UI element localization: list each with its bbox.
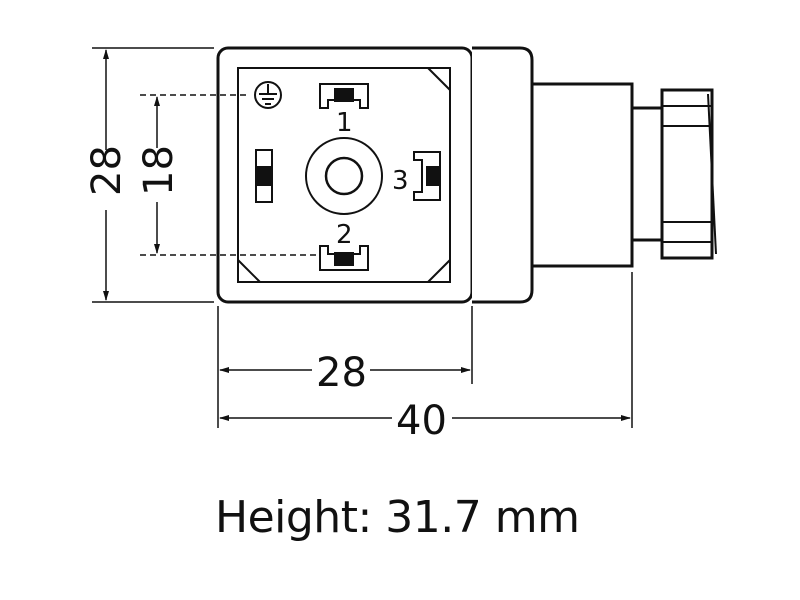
dim-height-outer: 28	[84, 49, 130, 301]
dim-height-outer-label: 28	[84, 145, 130, 196]
pin1-label: 1	[336, 108, 353, 138]
extension-lines	[92, 47, 633, 428]
pin2-contact	[319, 245, 369, 271]
earth-contact	[255, 149, 273, 203]
housing-side	[472, 46, 634, 304]
dim-height-pins: 18	[136, 96, 182, 254]
pin3-label: 3	[392, 166, 409, 196]
height-caption: Height: 31.7 mm	[215, 492, 580, 543]
cable-gland	[630, 88, 717, 260]
dim-width-total-label: 40	[396, 398, 447, 444]
dim-width-total: 40	[219, 398, 631, 444]
dim-width-housing: 28	[219, 350, 471, 396]
dim-height-pins-label: 18	[136, 145, 182, 196]
center-screw	[305, 137, 383, 215]
pin3-contact	[413, 151, 441, 201]
pin1-contact	[319, 83, 369, 109]
pin2-label: 2	[336, 220, 353, 250]
earth-icon	[254, 81, 282, 109]
dim-width-housing-label: 28	[316, 350, 367, 396]
